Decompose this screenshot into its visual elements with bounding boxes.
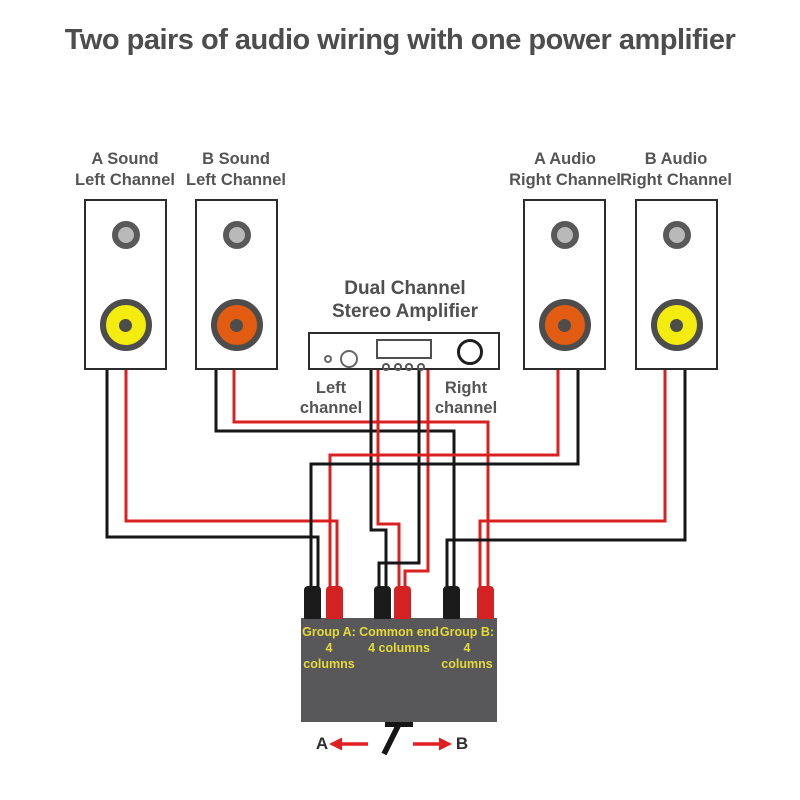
right-channel-line1: Right [444, 379, 488, 397]
speaker-label-line1: A Audio [533, 150, 596, 168]
page-title: Two pairs of audio wiring with one power… [64, 24, 736, 56]
amp-button-icon [393, 363, 402, 371]
wire-speaker-a-right-black [309, 367, 580, 594]
group-a-line2: 4 columns [303, 641, 355, 671]
speaker-label-line1: B Audio [644, 150, 708, 168]
wire-speaker-b-right-black [445, 367, 687, 594]
amp-right-channel-label: Right channel [416, 378, 516, 418]
speaker-label-line1: A Sound [91, 150, 159, 168]
right-channel-line2: channel [434, 399, 498, 417]
speaker-label-line2: Right Channel [620, 171, 732, 189]
wire-speaker-b-right-red [478, 367, 667, 594]
plug-common-black [374, 586, 391, 619]
group-b-label: Group B: 4 columns [439, 624, 495, 672]
woofer-center-dot [230, 318, 243, 332]
tweeter-icon [222, 221, 251, 249]
headphone-jack-icon [340, 350, 358, 368]
wire-speaker-a-left-red [124, 367, 339, 594]
woofer-center-dot [558, 318, 571, 332]
common-end-label: Common end 4 columns [347, 624, 451, 656]
amp-left-channel-label: Left channel [281, 378, 381, 418]
speaker-a-right [523, 199, 606, 370]
speaker-b-right [635, 199, 718, 370]
wire-speaker-b-left-red [232, 367, 490, 594]
position-b-label: B [455, 734, 469, 753]
group-a-line1: Group A: [302, 625, 356, 639]
amplifier-label-line1: Dual Channel [344, 278, 466, 299]
amp-button-icon [416, 363, 425, 371]
amplifier-label: Dual Channel Stereo Amplifier [305, 277, 505, 323]
speaker-a-right-label: A Audio Right Channel [490, 149, 640, 191]
wire-amp-right-red [403, 368, 430, 596]
woofer-icon [650, 299, 703, 351]
tweeter-icon [662, 221, 691, 249]
plug-group-a-black [304, 586, 321, 619]
speaker-label-line2: Left Channel [186, 171, 286, 189]
selector-switch [381, 719, 413, 756]
position-a-label: A [315, 734, 329, 753]
woofer-center-dot [670, 318, 683, 332]
woofer-icon [99, 299, 152, 351]
speaker-b-left-label: B Sound Left Channel [161, 149, 311, 191]
wire-speaker-a-right-red [328, 367, 560, 594]
tweeter-icon [111, 221, 140, 249]
wire-speaker-b-left-black [214, 367, 456, 594]
left-channel-line2: channel [299, 399, 363, 417]
tweeter-icon [550, 221, 579, 249]
speaker-b-left [195, 199, 278, 370]
wire-amp-left-red [376, 368, 401, 596]
speaker-label-line2: Right Channel [509, 171, 621, 189]
amplifier-label-line2: Stereo Amplifier [331, 301, 479, 322]
plug-group-a-red [326, 586, 343, 619]
speaker-label-line1: B Sound [202, 150, 270, 168]
speaker-selector-box: Group A: 4 columns Common end 4 columns … [301, 618, 497, 722]
plug-common-red [394, 586, 411, 619]
wire-amp-right-black [377, 368, 421, 596]
common-end-line2: 4 columns [368, 641, 430, 655]
speaker-a-left [84, 199, 167, 370]
plug-group-b-red [477, 586, 494, 619]
common-end-line1: Common end [359, 625, 439, 639]
woofer-center-dot [119, 318, 132, 332]
arrow-right-icon [413, 737, 452, 751]
speaker-label-line2: Left Channel [75, 171, 175, 189]
wire-speaker-a-left-black [105, 367, 320, 594]
woofer-icon [210, 299, 263, 351]
switch-lever-icon [381, 721, 402, 756]
amp-button-icon [405, 363, 413, 371]
group-b-line1: Group B: [439, 625, 495, 639]
plug-group-b-black [443, 586, 460, 619]
amp-button-icon [382, 363, 390, 371]
amp-display [376, 339, 432, 359]
speaker-a-left-label: A Sound Left Channel [50, 149, 200, 191]
volume-knob-icon [457, 339, 483, 365]
woofer-icon [538, 299, 591, 351]
stereo-amplifier [308, 332, 500, 371]
speaker-b-right-label: B Audio Right Channel [601, 149, 751, 191]
power-led-icon [324, 355, 332, 363]
group-b-line2: 4 columns [441, 641, 493, 671]
arrow-left-icon [329, 737, 368, 751]
left-channel-line1: Left [315, 379, 347, 397]
group-a-label: Group A: 4 columns [301, 624, 357, 672]
